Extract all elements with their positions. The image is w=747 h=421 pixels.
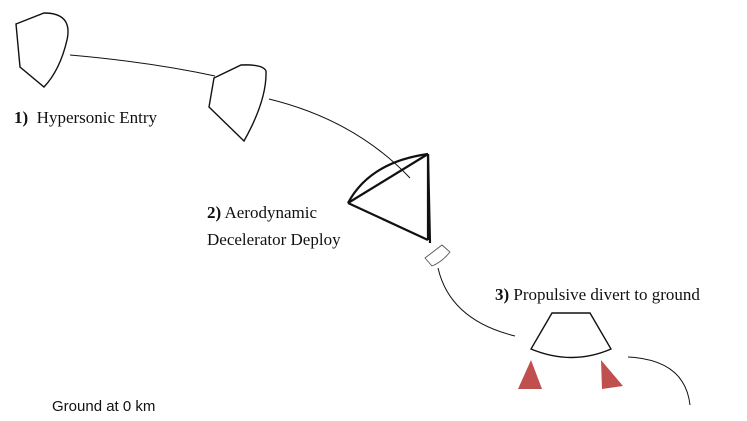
capsule-under-chute xyxy=(424,244,451,267)
stage-number: 1) xyxy=(14,108,29,127)
entry-capsule-2 xyxy=(208,64,267,143)
stage-label-propulsive-divert: 3) Propulsive divert to ground xyxy=(495,284,700,305)
lander-capsule xyxy=(529,312,613,359)
ground-label: Ground at 0 km xyxy=(52,398,156,415)
stage-text: Aerodynamic xyxy=(224,203,318,222)
thruster-plume-right xyxy=(601,360,623,389)
stage-text-line2: Decelerator Deploy xyxy=(207,230,341,249)
trajectory-line xyxy=(268,98,411,179)
stage-label-aerodynamic-decelerator: 2) Aerodynamic xyxy=(207,202,317,223)
trajectory-line xyxy=(69,54,216,77)
stage-label-aerodynamic-decelerator-line2: Decelerator Deploy xyxy=(207,229,341,250)
stage-label-hypersonic-entry: 1) Hypersonic Entry xyxy=(14,107,157,128)
stage-text: Propulsive divert to ground xyxy=(513,285,700,304)
stage-number: 3) xyxy=(495,285,510,304)
trajectory-line xyxy=(437,267,516,337)
entry-capsule-1 xyxy=(15,12,69,88)
stage-text: Hypersonic Entry xyxy=(36,108,158,127)
stage-number: 2) xyxy=(207,203,222,222)
trajectory-line xyxy=(627,356,691,406)
thruster-plume-left xyxy=(518,360,542,389)
parachute xyxy=(347,152,432,244)
